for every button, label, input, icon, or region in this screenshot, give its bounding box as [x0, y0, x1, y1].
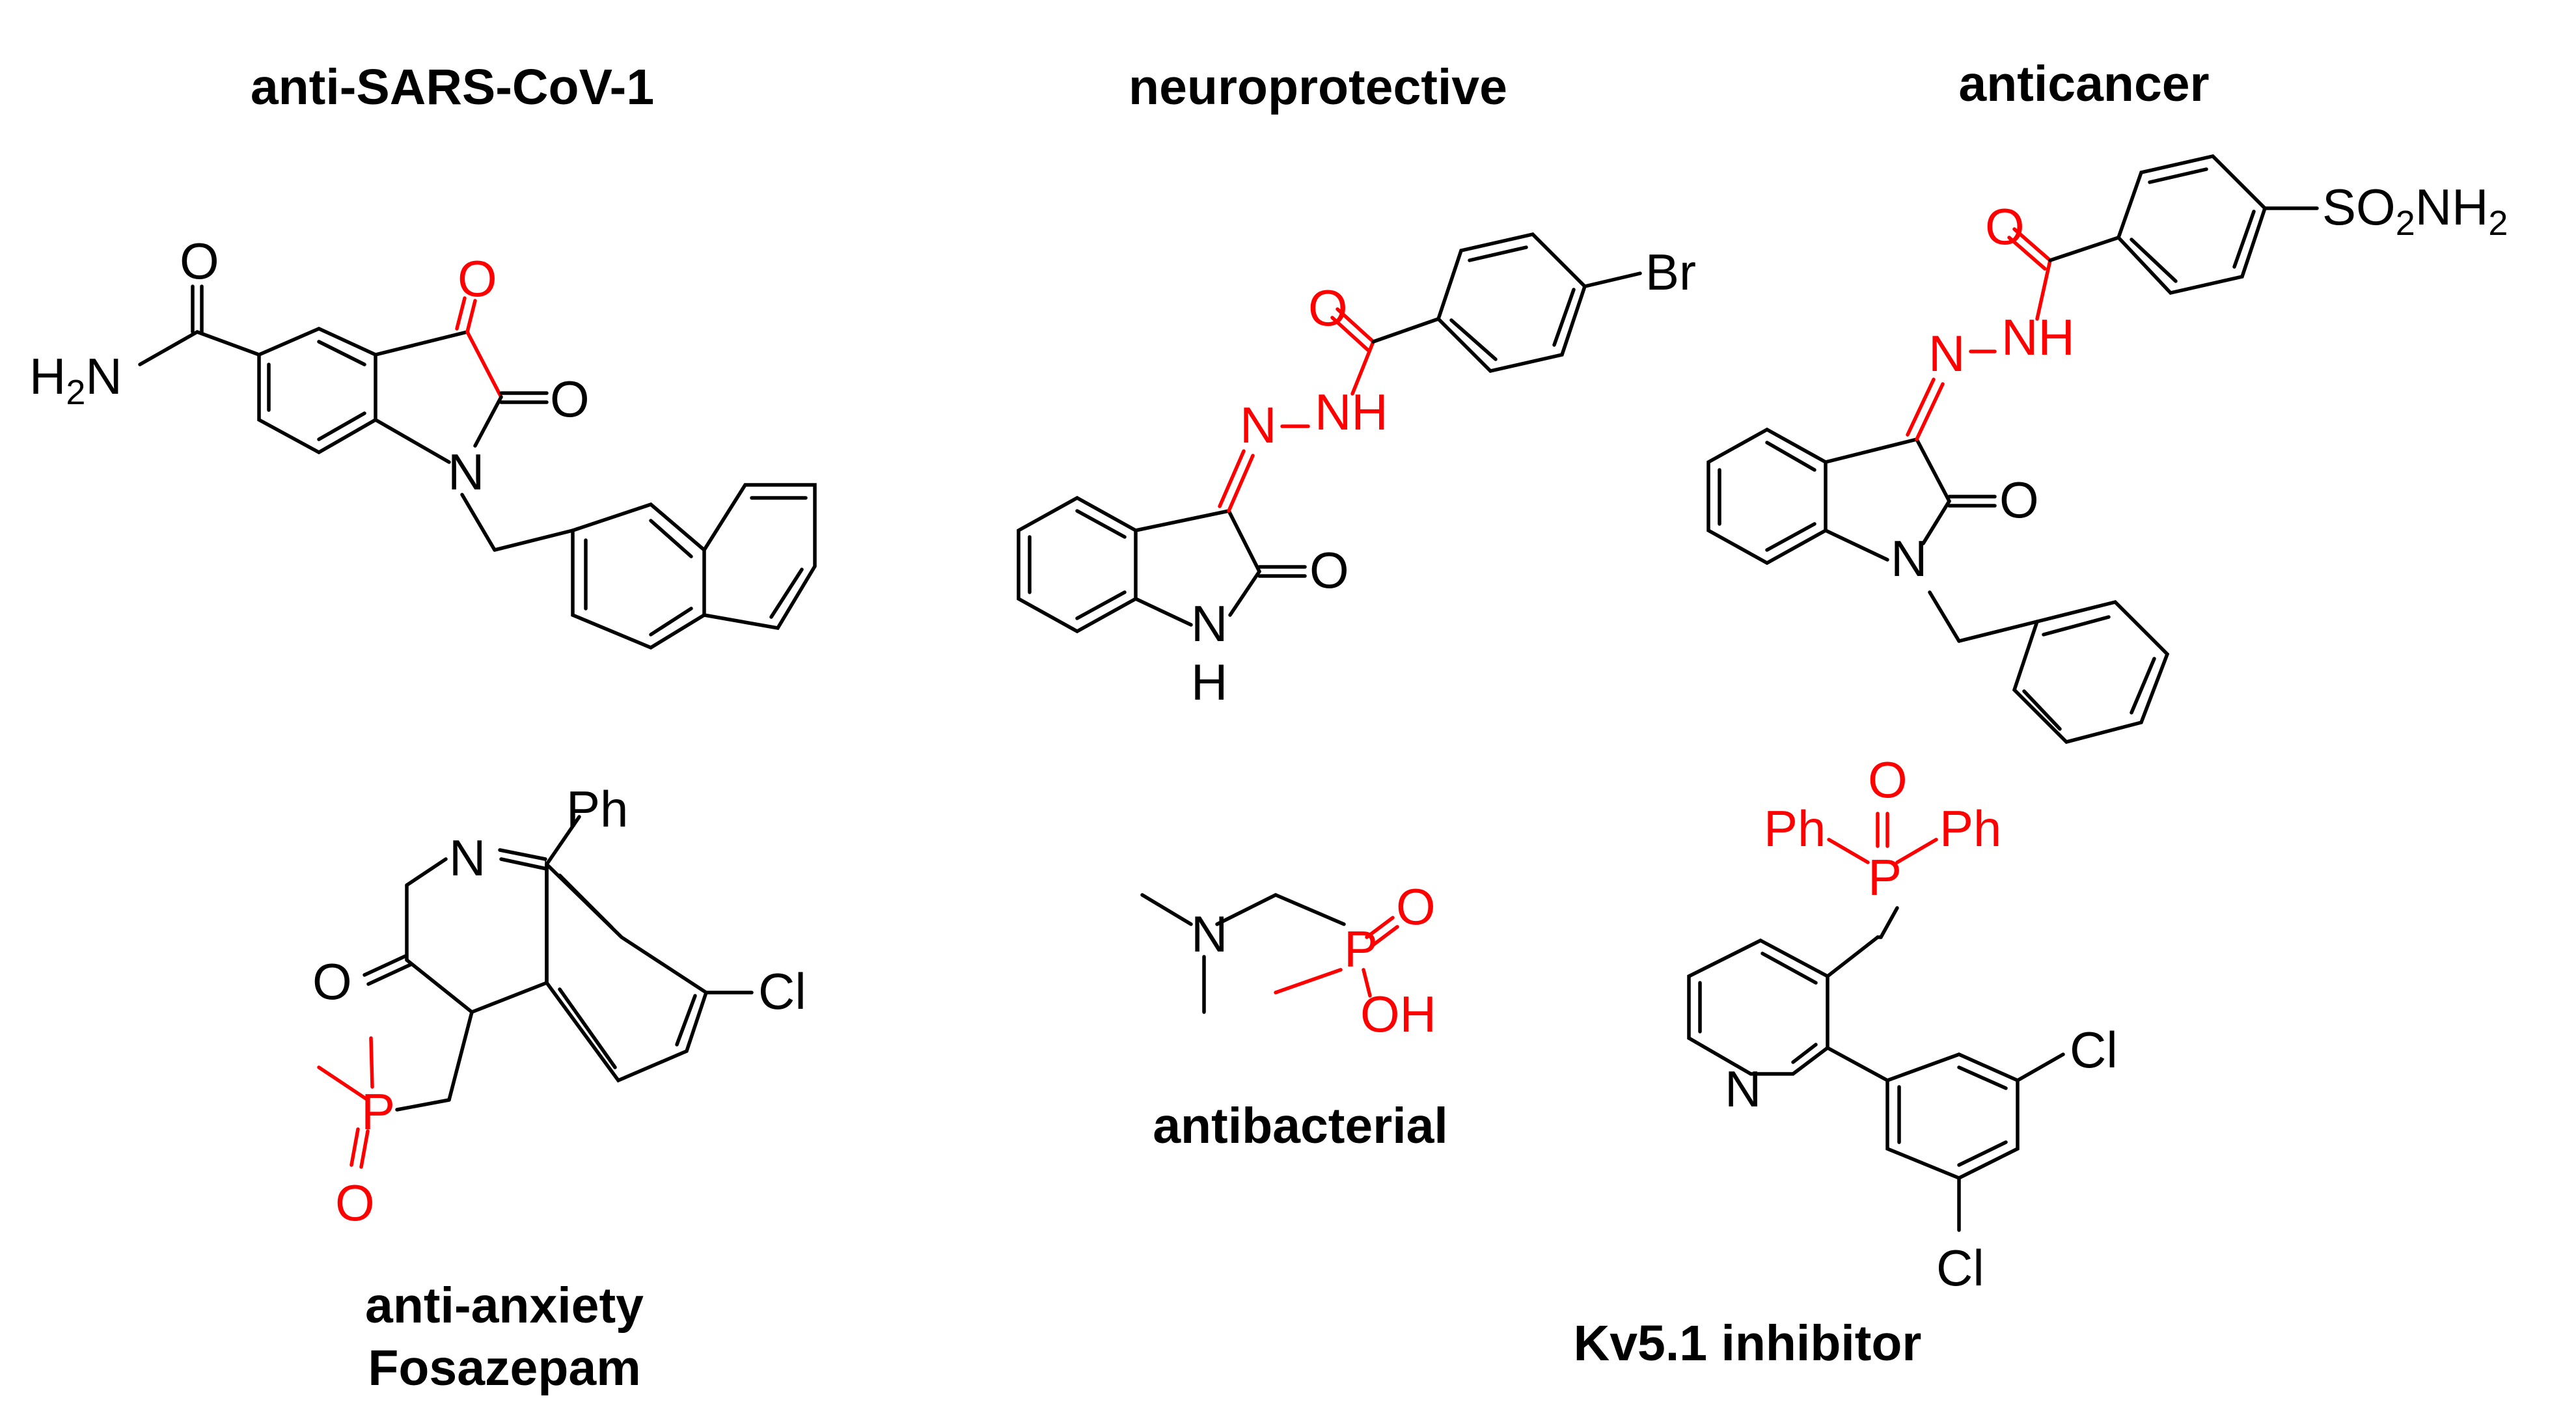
atom-n-red: N: [1928, 325, 1965, 382]
atom-o: O: [1309, 542, 1349, 599]
molecule-anticancer: O N NH O N SO2NH2: [1706, 154, 2508, 745]
molecule-neuroprotective: O N NH O N H Br: [1017, 232, 1696, 711]
atom-h2n: H2N: [29, 348, 122, 412]
caption-fosazepam: Fosazepam: [368, 1340, 640, 1396]
atom-nh-red: NH: [2001, 309, 2075, 366]
atom-o-red: O: [335, 1174, 375, 1231]
caption-antibacterial: antibacterial: [1153, 1098, 1448, 1154]
atom-cl: Cl: [2070, 1021, 2118, 1078]
molecule-antibacterial: N P O OH: [1140, 878, 1436, 1043]
atom-oh-red: OH: [1360, 985, 1436, 1043]
atom-o-red: O: [1396, 878, 1436, 935]
caption-anti-anxiety: anti-anxiety: [365, 1278, 644, 1334]
atom-o: O: [1999, 471, 2039, 528]
atom-p-red: P: [361, 1083, 395, 1140]
atom-o: O: [180, 232, 219, 290]
atom-o: O: [312, 953, 352, 1010]
molecule-fosazepam: N Ph O Cl P O: [312, 780, 806, 1231]
atom-o-red: O: [458, 250, 497, 307]
atom-o-red: O: [1985, 198, 2025, 255]
caption-neuroprotective: neuroprotective: [1129, 59, 1507, 115]
caption-anti-sars: anti-SARS-CoV-1: [251, 59, 654, 115]
atom-nh-h: H: [1191, 653, 1227, 711]
atom-n: N: [448, 443, 484, 500]
atom-o-red: O: [1308, 279, 1348, 336]
atom-n-red: N: [1240, 396, 1276, 454]
atom-nh-red: NH: [1315, 383, 1388, 441]
atom-so2nh2: SO2NH2: [2322, 178, 2508, 243]
atom-n: N: [449, 829, 486, 886]
atom-n: N: [1191, 905, 1227, 963]
atom-n: N: [1891, 530, 1927, 587]
atom-o: O: [550, 370, 590, 428]
atom-o-red: O: [1868, 751, 1908, 808]
atom-n: N: [1725, 1060, 1761, 1117]
caption-kv51-inhibitor: Kv5.1 inhibitor: [1574, 1315, 1922, 1371]
atom-ph: Ph: [566, 780, 628, 838]
atom-p-red: P: [1868, 849, 1902, 906]
molecule-anti-sars: O O O N H2N: [29, 232, 817, 650]
atom-br: Br: [1645, 243, 1696, 301]
molecule-kv51: N P O Ph Ph Cl Cl: [1687, 751, 2118, 1296]
atom-ph-red: Ph: [1764, 800, 1826, 857]
caption-anticancer: anticancer: [1958, 56, 2209, 112]
atom-p-red: P: [1344, 920, 1378, 978]
atom-nh-n: N: [1191, 595, 1227, 652]
atom-ph-red: Ph: [1939, 800, 2001, 857]
atom-cl: Cl: [758, 963, 806, 1020]
atom-cl: Cl: [1936, 1239, 1984, 1296]
